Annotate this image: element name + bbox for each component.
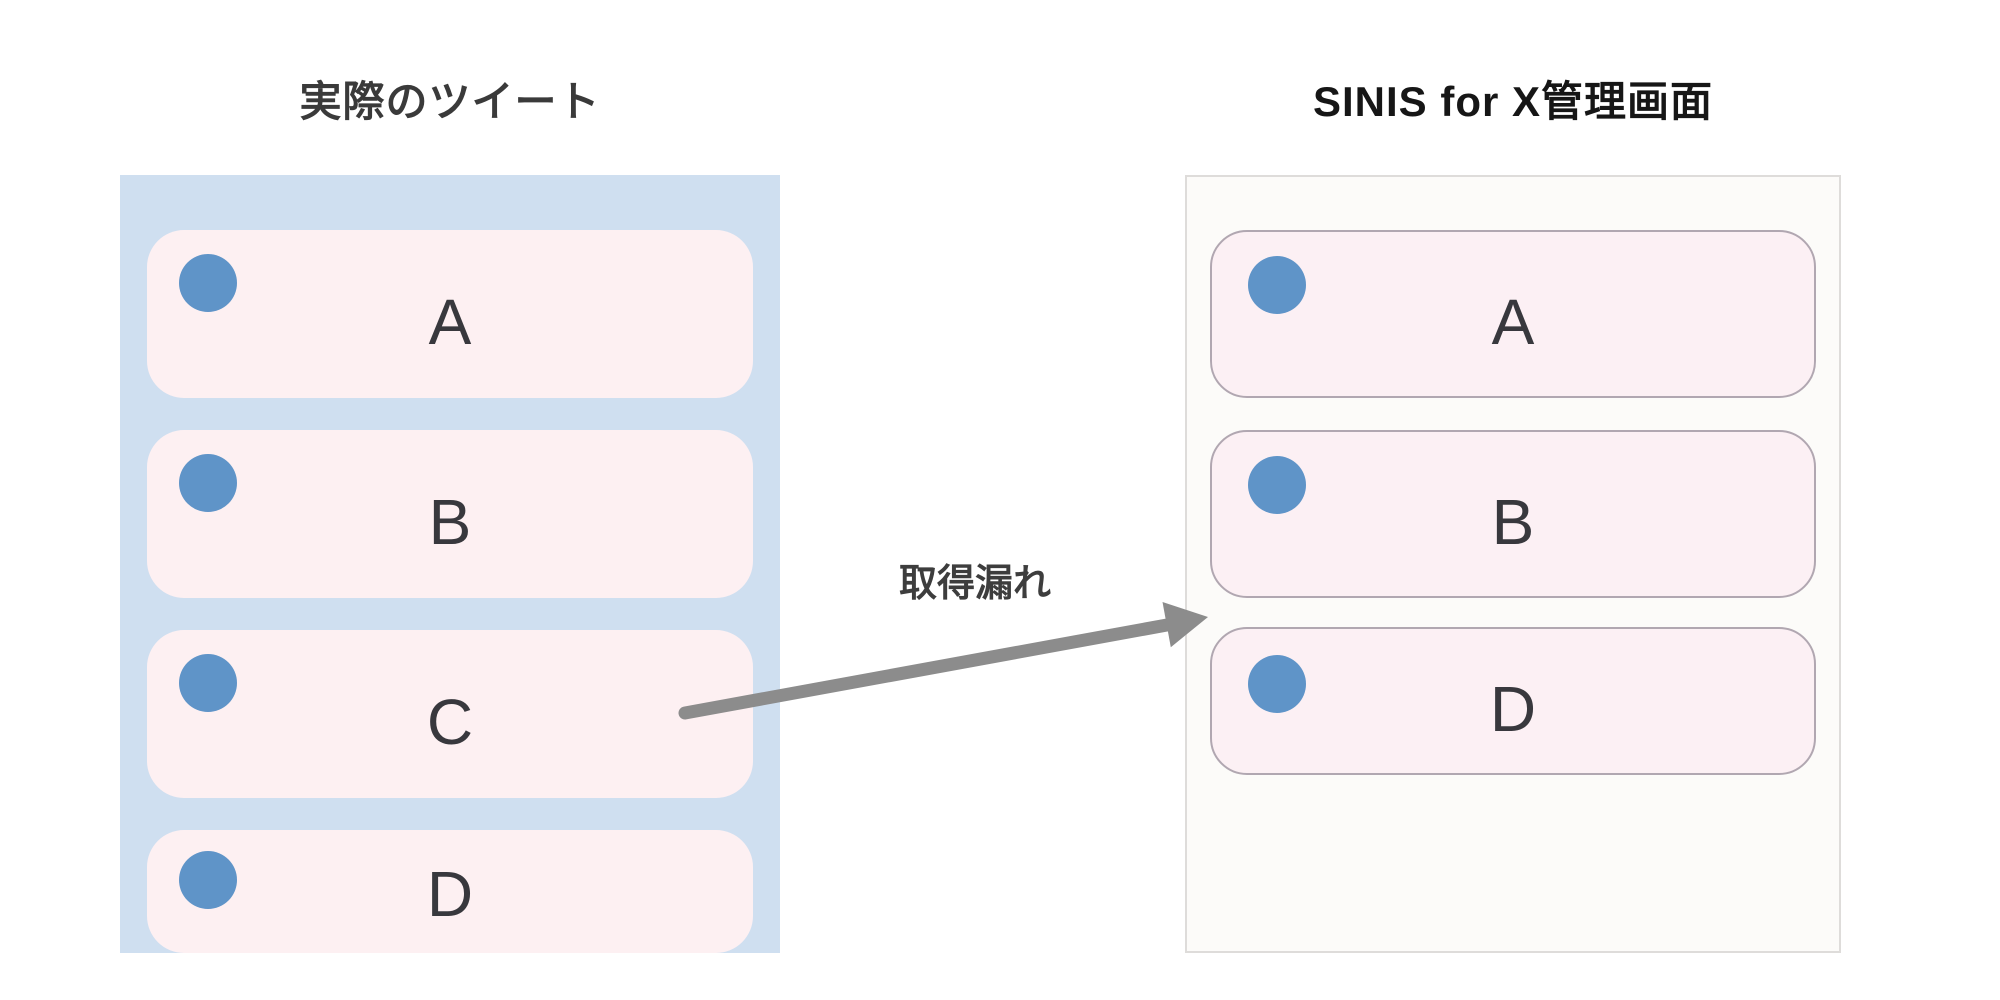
missing-fetch-label: 取得漏れ: [898, 563, 1051, 605]
admin-card-label: D: [1489, 673, 1537, 745]
tweet-card-b: B: [147, 430, 753, 598]
tweet-card-label: B: [428, 486, 472, 558]
sinis-admin-title: SINIS for X管理画面: [1312, 78, 1714, 125]
admin-card-b: B: [1210, 430, 1816, 598]
avatar-circle-icon: [179, 254, 237, 312]
actual-tweets-panel: A B C D: [120, 175, 780, 953]
actual-tweets-title: 実際のツイート: [299, 78, 601, 125]
tweet-card-label: C: [426, 686, 474, 758]
sinis-admin-panel: A B D: [1185, 175, 1841, 953]
avatar-circle-icon: [1248, 655, 1306, 713]
avatar-circle-icon: [179, 851, 237, 909]
admin-card-label: A: [1491, 286, 1535, 358]
avatar-circle-icon: [179, 454, 237, 512]
tweet-card-d: D: [147, 830, 753, 953]
avatar-circle-icon: [179, 654, 237, 712]
avatar-circle-icon: [1248, 456, 1306, 514]
tweet-card-c: C: [147, 630, 753, 798]
avatar-circle-icon: [1248, 256, 1306, 314]
admin-card-d: D: [1210, 627, 1816, 775]
tweet-card-label: D: [426, 857, 474, 930]
admin-card-label: B: [1491, 486, 1535, 558]
tweet-card-label: A: [428, 286, 472, 358]
admin-card-a: A: [1210, 230, 1816, 398]
tweet-card-a: A: [147, 230, 753, 398]
